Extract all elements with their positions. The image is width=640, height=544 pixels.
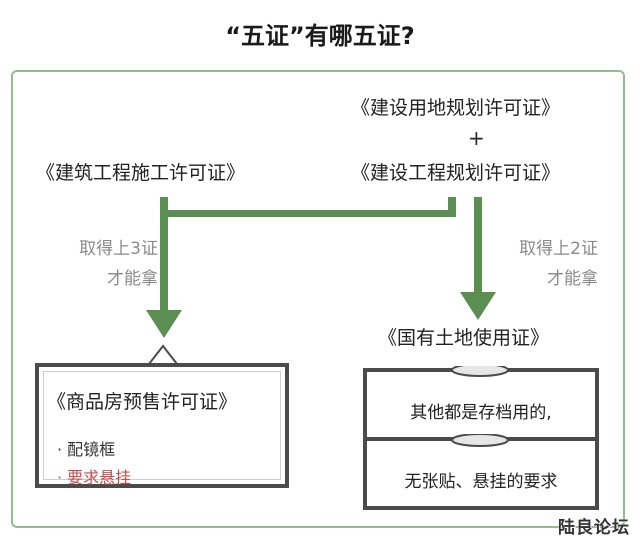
archive-panel-bottom: 无张贴、悬挂的要求: [363, 437, 599, 510]
binder-ring-top-icon: [451, 366, 509, 377]
presale-permit-inner-border: [43, 371, 281, 480]
horizontal-line: [160, 210, 456, 217]
right-condition-line-1: 取得上2证: [519, 239, 598, 259]
left-condition-line-1: 取得上3证: [79, 239, 158, 259]
right-arrowhead: [460, 292, 496, 320]
left-condition-note: 取得上3证 才能拿: [20, 234, 158, 294]
watermark: 陆良论坛: [558, 518, 630, 538]
page-title: “五证”有哪五证?: [225, 22, 415, 50]
right-short-line: [448, 197, 456, 217]
construction-land-permit-label: 《建设用地规划许可证》: [351, 97, 561, 119]
diagram-frame: [11, 70, 625, 528]
left-condition-line-2: 才能拿: [107, 269, 158, 289]
plus-sign: +: [468, 126, 485, 150]
presale-permit-card: 《商品房预售许可证》 · 配镜框 · 要求悬挂: [35, 363, 289, 488]
bullet-frame-required: · 配镜框: [57, 440, 116, 459]
archive-panel-top-text: 其他都是存档用的,: [410, 403, 552, 423]
left-arrowhead: [146, 310, 182, 338]
bullet-hang-required: · 要求悬挂: [57, 468, 132, 487]
right-vertical-line: [474, 197, 482, 292]
land-use-certificate-label: 《国有土地使用证》: [378, 327, 550, 349]
left-vertical-line: [160, 197, 168, 310]
construction-work-permit-label: 《建筑工程施工许可证》: [36, 162, 246, 184]
right-condition-line-2: 才能拿: [547, 269, 598, 289]
archive-panel-top: 其他都是存档用的,: [363, 368, 599, 441]
archive-panel-bottom-text: 无张贴、悬挂的要求: [404, 472, 558, 492]
construction-project-permit-label: 《建设工程规划许可证》: [351, 162, 561, 184]
presale-permit-title: 《商品房预售许可证》: [47, 391, 238, 413]
binder-ring-middle-icon: [451, 434, 509, 447]
right-condition-note: 取得上2证 才能拿: [450, 234, 598, 294]
